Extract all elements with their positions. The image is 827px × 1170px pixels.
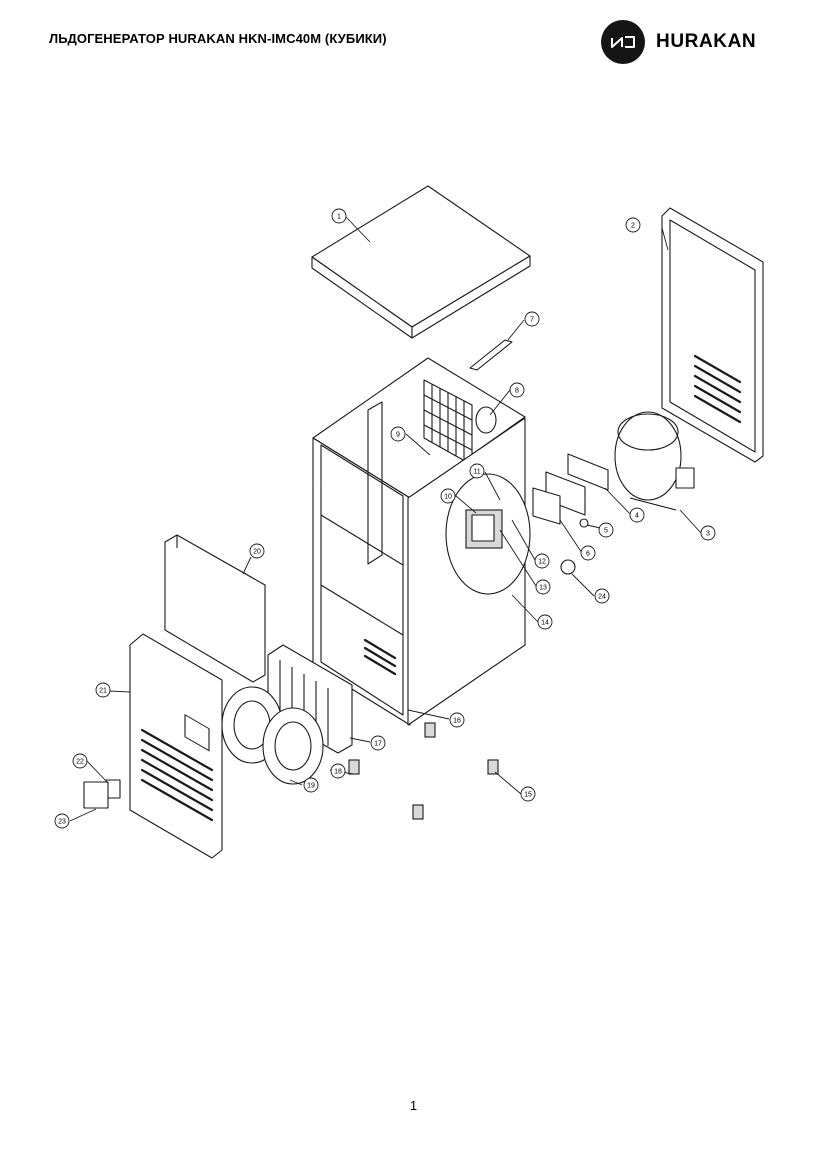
callout-16: 16 (449, 712, 465, 728)
document-title: ЛЬДОГЕНЕРАТОР HURAKAN HKN-IMC40M (КУБИКИ… (49, 31, 387, 46)
front-upper-panel-part (164, 534, 266, 683)
cabinet-frame (312, 357, 526, 726)
callout-19: 19 (303, 777, 319, 793)
callout-10: 10 (440, 488, 456, 504)
callout-18: 18 (330, 763, 346, 779)
svg-text:16: 16 (453, 718, 461, 725)
svg-text:20: 20 (253, 549, 261, 556)
hurakan-logo-icon (601, 20, 645, 64)
svg-text:21: 21 (99, 688, 107, 695)
svg-text:1: 1 (337, 214, 341, 221)
svg-text:3: 3 (706, 531, 710, 538)
callout-15: 15 (520, 786, 536, 802)
callout-5: 5 (598, 522, 614, 538)
condenser-fan-part (221, 686, 324, 785)
callout-23: 23 (54, 813, 70, 829)
brand-name: HURAKAN (656, 31, 757, 52)
bracket-part (469, 339, 513, 371)
svg-text:4: 4 (635, 513, 639, 520)
svg-text:18: 18 (334, 769, 342, 776)
svg-text:22: 22 (76, 759, 84, 766)
callout-9: 9 (390, 426, 406, 442)
callout-2: 2 (625, 217, 641, 233)
svg-text:14: 14 (541, 620, 549, 627)
svg-text:15: 15 (524, 792, 532, 799)
callout-8: 8 (509, 382, 525, 398)
callout-4: 4 (629, 507, 645, 523)
brand-header: HURAKAN (601, 20, 756, 64)
callout-20: 20 (249, 543, 265, 559)
top-cover-part (311, 185, 531, 339)
svg-text:6: 6 (586, 551, 590, 558)
pump-part (560, 559, 576, 575)
exploded-parts-diagram: 1 2 3 4 5 6 7 8 9 10 11 12 13 14 15 16 1… (54, 185, 764, 859)
svg-text:8: 8 (515, 388, 519, 395)
callout-1: 1 (331, 208, 347, 224)
callout-3: 3 (700, 525, 716, 541)
svg-text:10: 10 (444, 494, 452, 501)
evaporator-part (423, 379, 497, 466)
callout-14: 14 (537, 614, 553, 630)
svg-text:2: 2 (631, 223, 635, 230)
callout-11: 11 (469, 463, 485, 479)
callout-21: 21 (95, 682, 111, 698)
compressor-part (614, 411, 695, 511)
svg-text:5: 5 (604, 528, 608, 535)
side-panel-part (407, 417, 531, 726)
svg-text:9: 9 (396, 432, 400, 439)
display-part (83, 781, 109, 809)
svg-text:17: 17 (374, 741, 382, 748)
callout-24: 24 (594, 588, 610, 604)
callout-17: 17 (370, 735, 386, 751)
control-board-part (545, 453, 609, 516)
svg-text:24: 24 (598, 594, 606, 601)
svg-text:12: 12 (538, 559, 546, 566)
water-valve-part (532, 487, 561, 525)
svg-text:7: 7 (530, 317, 534, 324)
svg-text:11: 11 (473, 469, 480, 476)
callout-7: 7 (524, 311, 540, 327)
svg-text:13: 13 (539, 585, 547, 592)
rear-panel-part (661, 207, 764, 463)
callout-13: 13 (535, 579, 551, 595)
callout-12: 12 (534, 553, 550, 569)
svg-text:23: 23 (58, 819, 66, 826)
front-lower-panel-part (129, 633, 223, 859)
callout-6: 6 (580, 545, 596, 561)
svg-text:19: 19 (307, 783, 315, 790)
feet-parts (348, 722, 499, 820)
fitting-part (579, 518, 589, 528)
callout-22: 22 (72, 753, 88, 769)
page-number: 1 (409, 1098, 418, 1113)
